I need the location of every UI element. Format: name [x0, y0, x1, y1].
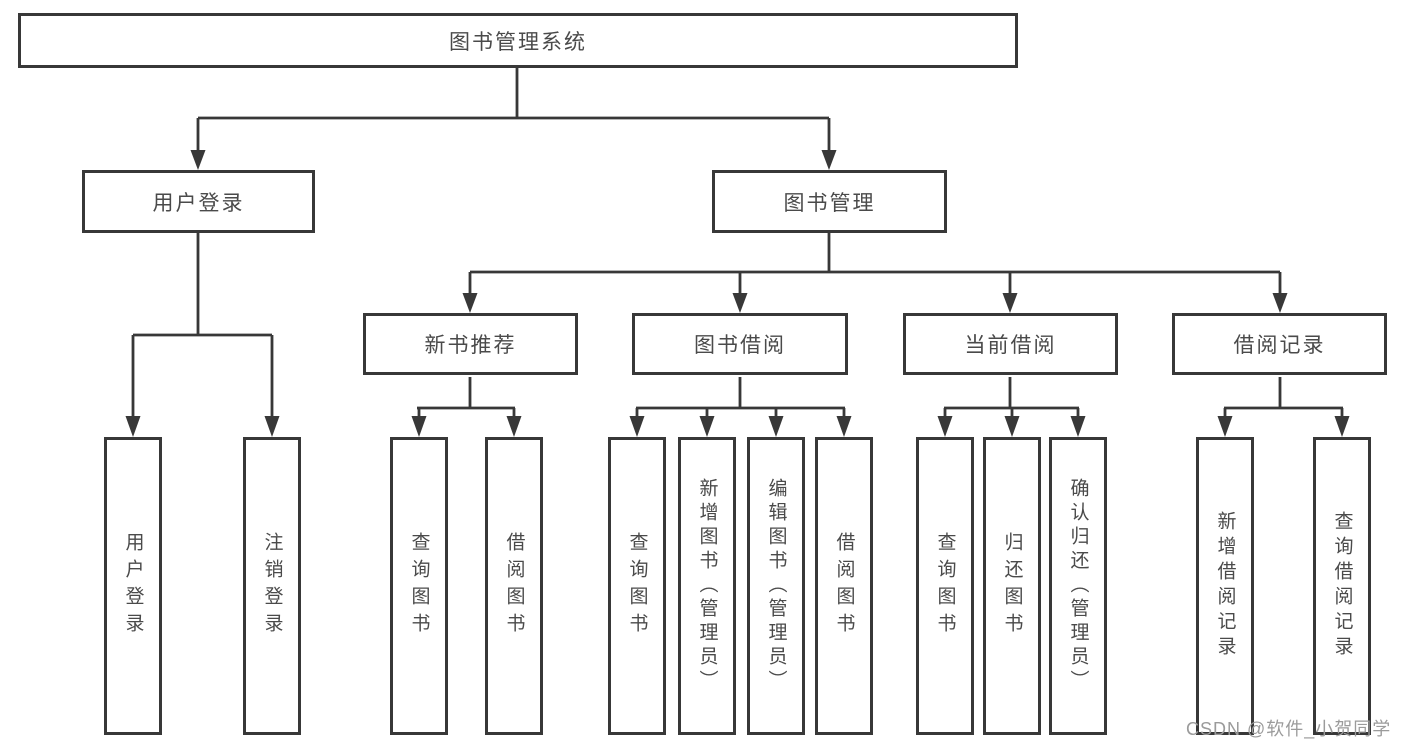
leaf-label: 查询图书 [626, 532, 648, 640]
leaf-user-login: 用户登录 [104, 437, 162, 735]
leaf-bb-add-books-admin: 新增图书（管理员） [678, 437, 736, 735]
node-current-borrow: 当前借阅 [903, 313, 1118, 375]
leaf-label: 新增借阅记录 [1214, 511, 1236, 661]
leaf-label: 查询图书 [934, 532, 956, 640]
arrowheads [125, 150, 1350, 437]
leaf-cb-confirm-return-admin: 确认归还（管理员） [1049, 437, 1107, 735]
leaf-nb-query-books: 查询图书 [390, 437, 448, 735]
leaf-bb-query-books: 查询图书 [608, 437, 666, 735]
leaf-label: 借阅图书 [503, 532, 525, 640]
leaf-cb-return-books: 归还图书 [983, 437, 1041, 735]
node-book-borrow: 图书借阅 [632, 313, 848, 375]
node-book-management: 图书管理 [712, 170, 947, 233]
node-user-login: 用户登录 [82, 170, 315, 233]
node-new-book-recommend: 新书推荐 [363, 313, 578, 375]
node-label: 图书管理系统 [449, 30, 587, 54]
leaf-label: 查询借阅记录 [1331, 511, 1353, 661]
leaf-label: 借阅图书 [833, 532, 855, 640]
node-library-management-system: 图书管理系统 [18, 13, 1018, 68]
leaf-rec-query-record: 查询借阅记录 [1313, 437, 1371, 735]
csdn-watermark: CSDN @软件_小贺同学 [1186, 719, 1392, 739]
leaf-bb-edit-books-admin: 编辑图书（管理员） [747, 437, 805, 735]
node-label: 图书管理 [783, 191, 876, 215]
node-borrow-records: 借阅记录 [1172, 313, 1387, 375]
leaf-logout: 注销登录 [243, 437, 301, 735]
leaf-rec-add-record: 新增借阅记录 [1196, 437, 1254, 735]
node-label: 图书借阅 [694, 334, 786, 357]
leaf-label: 用户登录 [122, 532, 144, 640]
leaf-label: 新增图书（管理员） [696, 478, 718, 694]
leaf-cb-query-books: 查询图书 [916, 437, 974, 735]
node-label: 新书推荐 [424, 334, 517, 357]
node-label: 当前借阅 [964, 334, 1057, 357]
node-label: 借阅记录 [1233, 334, 1326, 357]
leaf-label: 查询图书 [408, 532, 430, 640]
leaf-label: 归还图书 [1001, 532, 1023, 640]
leaf-nb-borrow-books: 借阅图书 [485, 437, 543, 735]
leaf-label: 确认归还（管理员） [1067, 478, 1089, 694]
leaf-label: 注销登录 [261, 532, 283, 640]
leaf-label: 编辑图书（管理员） [765, 478, 787, 694]
node-label: 用户登录 [152, 191, 245, 215]
leaf-bb-borrow-books: 借阅图书 [815, 437, 873, 735]
